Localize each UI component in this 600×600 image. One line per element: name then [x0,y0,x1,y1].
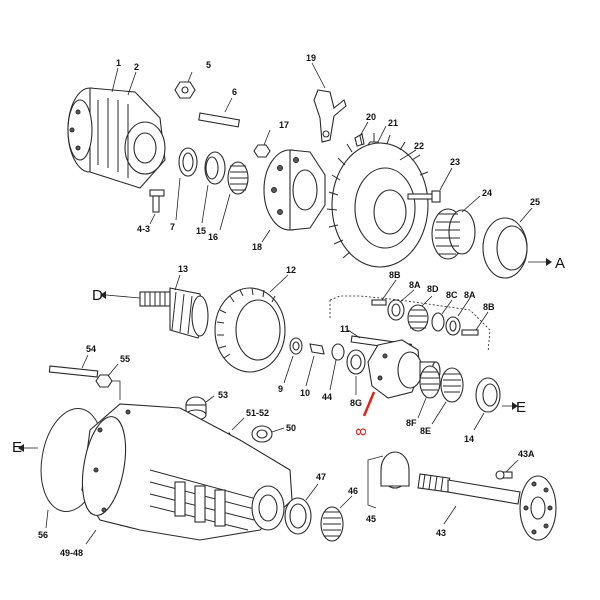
callout-43a: 43A [518,449,535,459]
callout-51-52: 51-52 [246,408,269,418]
part-bearing-cone-24 [431,208,476,260]
part-washer-8a-right [445,316,461,336]
part-case-half [263,149,326,231]
part-pin-8b [371,299,387,306]
part-bolt-54 [48,365,99,378]
callout-46: 46 [348,486,358,496]
part-internal-ring [214,287,286,373]
part-bearing-cup [204,151,226,185]
callout-18: 18 [252,242,262,252]
callout-24: 24 [482,188,492,198]
callout-7: 7 [170,222,175,232]
callout-14: 14 [464,434,474,444]
part-washer-8g [346,349,366,375]
callout-20: 20 [366,112,376,122]
callout-8c: 8C [446,290,458,300]
callout-15: 15 [196,226,206,236]
callout-25: 25 [530,197,540,207]
part-pinion-shaft [139,287,209,339]
callout-6: 6 [232,87,237,97]
part-nut-17 [253,144,271,158]
part-pin-20 [354,133,365,147]
callout-4-3: 4-3 [137,224,150,234]
callout-56: 56 [38,530,48,540]
callout-8g: 8G [350,398,362,408]
callout-50: 50 [286,423,296,433]
part-nut [174,81,196,99]
part-pin-8b-right [461,329,479,336]
part-bearing-cup-25 [482,217,528,279]
callout-47: 47 [316,472,326,482]
callout-1: 1 [116,58,121,68]
part-washer-8a [387,299,405,321]
highlight-callout-8: 8 [353,428,370,436]
arrow-label-e-right: E [516,399,526,416]
part-differential-case [67,87,166,189]
callout-2: 2 [134,62,139,72]
callout-17: 17 [279,120,289,130]
part-nut-55 [95,374,113,388]
part-pin-10 [309,343,325,355]
callout-5: 5 [206,60,211,70]
callout-9: 9 [278,384,283,394]
part-side-gear-8f [419,365,441,399]
part-spider-gear-8d [407,304,429,332]
callout-12: 12 [286,265,296,275]
callout-8d: 8D [427,284,439,294]
callout-16: 16 [208,232,218,242]
callout-8e: 8E [420,426,431,436]
part-ring-gear-bolt [407,190,441,203]
callout-22: 22 [414,141,424,151]
part-stud-43a [495,470,513,480]
part-washer-44 [331,343,345,361]
part-bearing-cup-14 [475,377,501,413]
part-bolt [149,189,165,213]
callout-19: 19 [306,53,316,63]
callout-44: 44 [322,392,332,402]
part-thrust-washer [178,147,198,177]
part-shift-lever [313,89,347,143]
callout-10: 10 [300,388,310,398]
callout-8f: 8F [406,418,417,428]
part-bearing-cone-46 [320,506,344,542]
callout-8a-left: 8A [409,280,421,290]
callout-53: 53 [218,390,228,400]
callout-11: 11 [340,324,350,334]
part-bearing-cone-8e [440,367,464,403]
part-axle-shaft [417,473,557,541]
arrow-label-a: A [555,255,565,272]
highlight-leader [362,391,376,417]
part-washer-8c [431,312,445,332]
callout-45: 45 [366,514,376,524]
callout-21: 21 [388,118,398,128]
part-washer-9 [289,337,303,355]
callout-13: 13 [178,264,188,274]
part-seal-50 [251,425,273,443]
callout-8b-right: 8B [483,302,495,312]
callout-23: 23 [450,157,460,167]
callout-54: 54 [86,344,96,354]
callout-55: 55 [120,354,130,364]
part-stud [198,112,241,128]
callout-43: 43 [436,528,446,538]
callout-8b-top: 8B [389,270,401,280]
callout-8a-right: 8A [464,290,476,300]
arrow-label-e-left: E [12,439,22,456]
part-axle-housing [81,403,293,541]
arrow-label-d: D [92,287,103,304]
part-seal-45 [380,451,410,489]
part-ring-gear [326,133,429,268]
part-bearing-cup-47 [284,497,312,535]
part-bearing-cone [227,161,249,195]
callout-49-48: 49-48 [60,548,83,558]
